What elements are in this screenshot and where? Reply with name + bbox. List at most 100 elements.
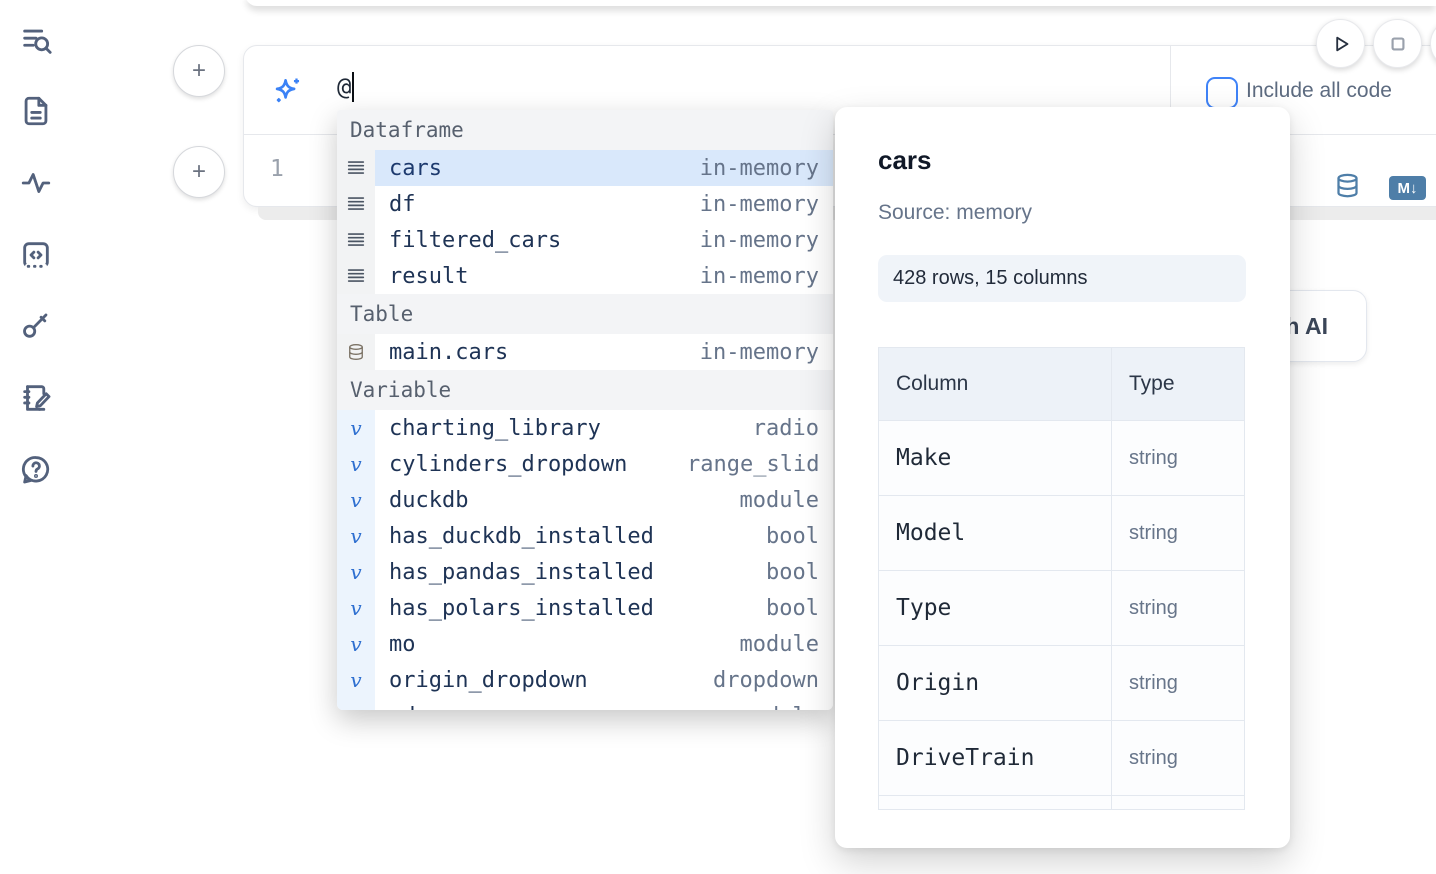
autocomplete-dropdown: Dataframe cars in-memory df in-memory filt… [337, 110, 833, 710]
autocomplete-item-charting-library[interactable]: v charting_library radio [337, 410, 833, 446]
section-header-table: Table [337, 294, 833, 334]
sparkles-ai-icon [270, 74, 304, 108]
item-name: result [389, 263, 469, 289]
autocomplete-item-pd[interactable]: v pd module [337, 698, 833, 710]
autocomplete-item-has-polars-installed[interactable]: v has_polars_installed bool [337, 590, 833, 626]
ai-prompt-row[interactable]: @ Include all code [244, 46, 1436, 134]
item-detail: module [739, 631, 819, 657]
column-type: string [1129, 521, 1178, 544]
type-header: Type [1129, 372, 1175, 395]
dataframe-rows-icon [337, 150, 375, 186]
item-name: filtered_cars [389, 227, 562, 253]
item-name: pd [389, 704, 416, 711]
item-detail: range_slider [687, 451, 819, 477]
column-name: Model [879, 496, 1112, 570]
datasource-icon[interactable] [1334, 170, 1361, 206]
item-name: main.cars [389, 339, 509, 365]
activity-icon[interactable] [19, 166, 53, 200]
section-header-dataframe: Dataframe [337, 110, 833, 150]
autocomplete-item-cylinders-dropdown[interactable]: v cylinders_dropdown range_slider [337, 446, 833, 482]
table-row: Make string [879, 421, 1244, 496]
table-row: Type string [879, 571, 1244, 646]
item-detail: in-memory [699, 155, 819, 181]
code-snippet-icon[interactable] [19, 238, 53, 272]
autocomplete-item-has-duckdb-installed[interactable]: v has_duckdb_installed bool [337, 518, 833, 554]
item-name: duckdb [389, 487, 469, 513]
column-name: DriveTrain [879, 721, 1112, 795]
item-detail: in-memory [699, 191, 819, 217]
item-detail: in-memory [699, 263, 819, 289]
autocomplete-item-cars[interactable]: cars in-memory [337, 150, 833, 186]
item-name: df [389, 191, 416, 217]
table-row-partial [879, 796, 1244, 809]
help-chat-icon[interactable] [19, 453, 53, 487]
item-name: charting_library [389, 415, 601, 441]
item-detail: bool [766, 595, 819, 621]
table-row: Origin string [879, 646, 1244, 721]
column-name: Type [879, 571, 1112, 645]
preview-schema-table: Column Type Make string Model string Typ… [878, 347, 1245, 810]
add-cell-below-button[interactable]: + [173, 146, 225, 198]
item-detail: radio [752, 415, 819, 441]
line-number: 1 [270, 156, 284, 182]
variable-icon: v [350, 560, 362, 584]
column-type: string [1129, 596, 1178, 619]
divider [1170, 46, 1171, 134]
preview-source: Source: memory [878, 201, 1033, 224]
column-type: string [1129, 671, 1178, 694]
table-row: DriveTrain string [879, 721, 1244, 796]
ai-prompt-input[interactable]: @ [337, 72, 355, 102]
variable-icon: v [350, 668, 362, 692]
item-name: has_pandas_installed [389, 559, 654, 585]
scratchpad-icon[interactable] [19, 381, 53, 415]
include-all-code-checkbox[interactable] [1206, 77, 1238, 109]
stop-button[interactable] [1373, 19, 1422, 68]
item-detail: bool [766, 523, 819, 549]
variable-icon: v [350, 452, 362, 476]
add-cell-above-button[interactable]: + [173, 45, 225, 97]
item-name: cylinders_dropdown [389, 451, 628, 477]
autocomplete-item-result[interactable]: result in-memory [337, 258, 833, 294]
autocomplete-item-df[interactable]: df in-memory [337, 186, 833, 222]
column-name: Origin [879, 646, 1112, 720]
database-icon [337, 334, 375, 370]
key-icon[interactable] [19, 309, 53, 343]
preview-title: cars [878, 145, 932, 175]
variable-icon: v [350, 596, 362, 620]
autocomplete-item-filtered-cars[interactable]: filtered_cars in-memory [337, 222, 833, 258]
markdown-icon[interactable]: M↓ [1389, 176, 1426, 200]
dataframe-rows-icon [337, 222, 375, 258]
include-all-code-label: Include all code [1246, 79, 1392, 102]
variable-icon: v [350, 706, 361, 710]
item-name: has_duckdb_installed [389, 523, 654, 549]
column-type: string [1129, 446, 1178, 469]
dataframe-preview-panel: cars Source: memory 428 rows, 15 columns… [835, 107, 1290, 848]
previous-cell-edge [245, 0, 1436, 6]
preview-shape-badge: 428 rows, 15 columns [878, 255, 1246, 302]
column-type: string [1129, 746, 1178, 769]
text-caret [352, 72, 355, 102]
document-icon[interactable] [19, 94, 53, 128]
variable-icon: v [350, 524, 362, 548]
variable-icon: v [350, 416, 362, 440]
item-name: cars [389, 155, 442, 181]
autocomplete-item-main-cars[interactable]: main.cars in-memory [337, 334, 833, 370]
variable-icon: v [350, 488, 362, 512]
item-name: has_polars_installed [389, 595, 654, 621]
item-detail: in-memory [699, 339, 819, 365]
column-header: Column [879, 348, 1112, 420]
toc-search-icon[interactable] [19, 24, 53, 58]
item-detail: in-memory [699, 227, 819, 253]
run-cell-button[interactable] [1316, 19, 1365, 68]
dataframe-rows-icon [337, 258, 375, 294]
item-detail: module [740, 704, 819, 711]
column-name: Make [879, 421, 1112, 495]
variable-icon: v [350, 632, 362, 656]
table-header-row: Column Type [879, 348, 1244, 421]
item-detail: dropdown [713, 667, 819, 693]
